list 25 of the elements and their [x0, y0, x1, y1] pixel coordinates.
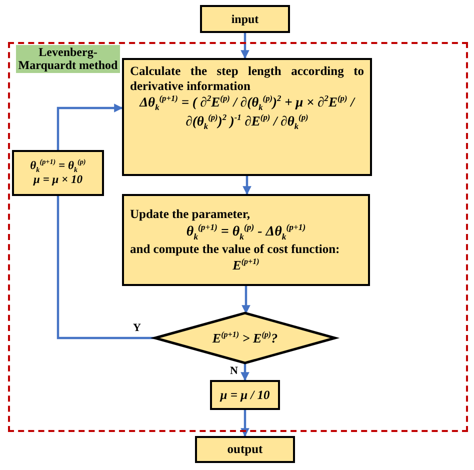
process-box — [122, 58, 372, 176]
process-box — [122, 194, 370, 286]
process-box — [12, 150, 104, 196]
cost-text: and compute the value of cost function: — [130, 242, 341, 257]
method-label: Levenberg-Marquardt method — [16, 45, 120, 73]
step-heading: Calculate the step length according to derivative information — [130, 64, 364, 94]
arrow — [56, 104, 123, 150]
cost-formula: E$^{(p+1)}$ — [232, 256, 260, 273]
process-box — [210, 380, 280, 410]
arrow — [240, 410, 250, 437]
arrow — [242, 176, 252, 195]
process-box — [195, 436, 295, 463]
mu-formula: μ = μ / 10 — [218, 388, 271, 402]
condition-formula: E$^{(p+1)}$ > E$^{(p)}$? — [212, 330, 278, 346]
mu-formula: μ = μ × 10 — [32, 174, 84, 188]
arrow — [242, 286, 250, 314]
arrow — [240, 33, 250, 59]
box-label: input — [230, 12, 260, 26]
process-box — [200, 5, 290, 33]
box-label: output — [226, 442, 264, 457]
arrow — [240, 363, 250, 381]
edge-label: Y — [133, 322, 141, 334]
update-heading: Update the parameter, — [130, 207, 252, 222]
edge-label: N — [230, 365, 238, 377]
dashed-region — [8, 42, 468, 432]
